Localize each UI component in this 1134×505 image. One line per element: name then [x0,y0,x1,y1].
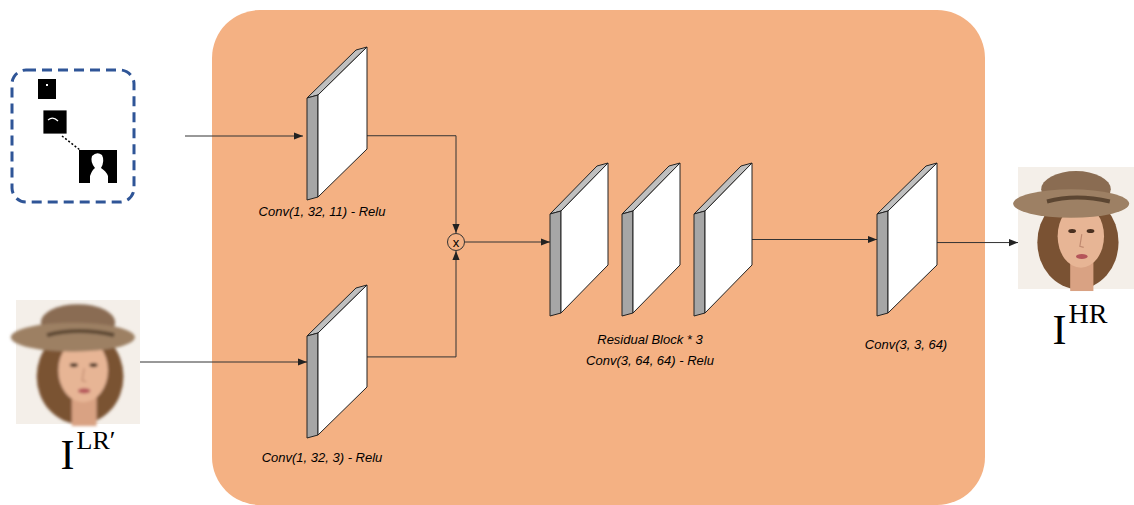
image-superscript: LR′ [77,426,116,455]
operator-symbol: x [453,236,460,249]
residual-blocks: Residual Block * 3Conv(3, 64, 64) - Relu [550,163,752,316]
face-image [16,300,140,424]
flow-arrow [140,362,307,363]
flow-arrow [752,239,877,240]
layer-caption: Conv(1, 32, 3) - Relu [262,450,383,466]
conv-layer: Conv(3, 3, 64) [877,163,937,316]
mask-stack-frame [12,70,134,202]
conv-layer: Conv(1, 32, 3) - Relu [307,285,367,438]
layer-label: Conv(3, 3, 64) [865,337,947,353]
face-image [1018,167,1134,289]
layer-caption: Conv(3, 64, 64) - Relu [586,353,714,369]
image-superscript: HR [1069,298,1108,329]
flow-arrow [367,251,456,357]
layer-label: IHR [1053,300,1108,351]
layer-slab [307,285,367,438]
mask-stack [38,79,117,183]
layer-label: Residual Block * 3 Conv(3, 64, 64) - Relu [586,332,714,369]
layer-slab [877,163,937,316]
image-symbol: I [61,432,75,478]
mask-input-arrow [185,136,303,137]
layer-slab [307,47,367,200]
layer-label: Conv(1, 32, 11) - Relu [259,204,386,220]
flow-arrow [937,242,1018,243]
layer-caption: Residual Block * 3 [586,332,714,348]
image-symbol: I [1053,307,1067,353]
layer-slab [550,163,752,316]
layer-caption: Conv(1, 32, 11) - Relu [259,204,386,220]
network-panel [212,10,985,505]
conv-layer: Conv(1, 32, 11) - Relu [307,47,367,200]
multiply-node: x [447,233,465,251]
flow-arrow [465,242,550,243]
input-image: ILR′ [16,300,140,424]
layer-caption: Conv(3, 3, 64) [865,337,947,353]
layer-label: Conv(1, 32, 3) - Relu [262,450,383,466]
output-image: IHR [1018,167,1134,289]
layer-label: ILR′ [61,428,116,476]
